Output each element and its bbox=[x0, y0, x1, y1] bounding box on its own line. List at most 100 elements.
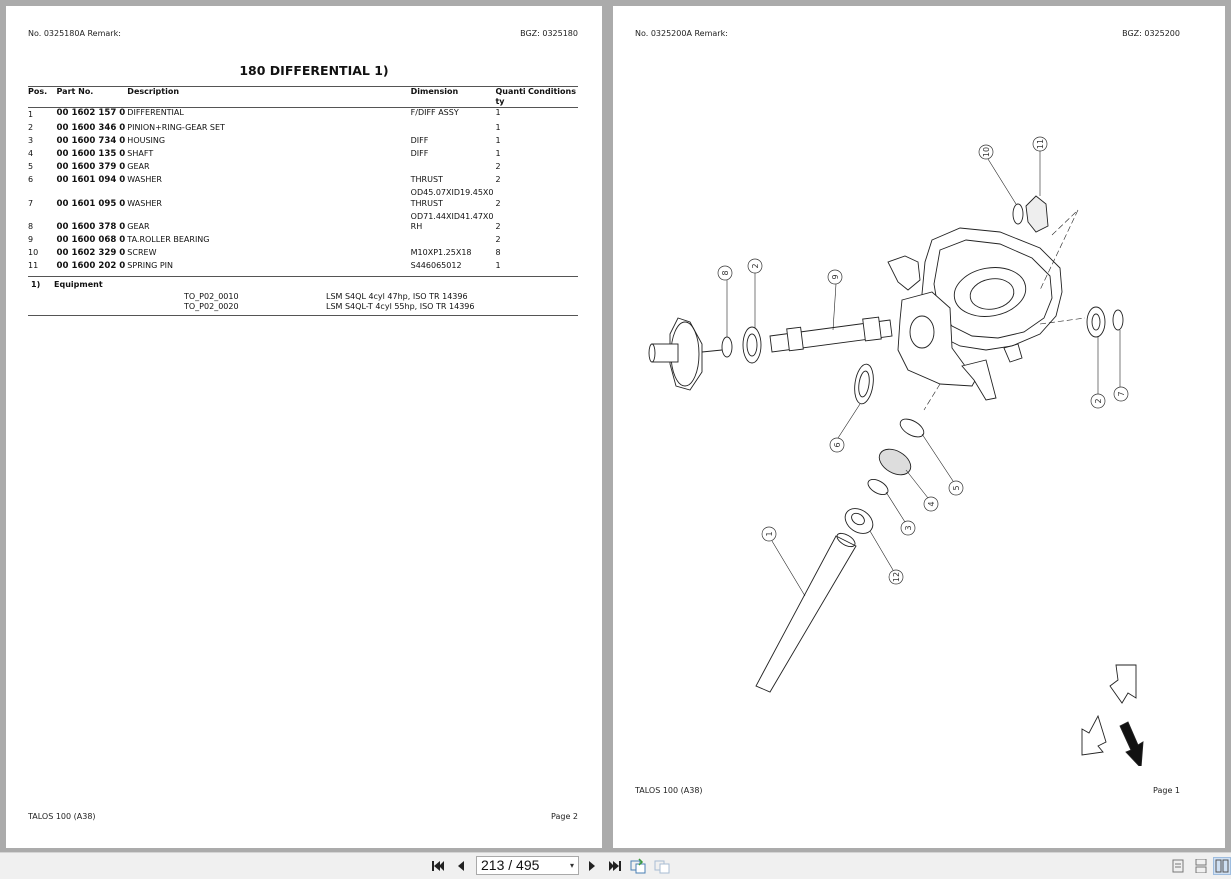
description-cell: TA.ROLLER BEARING bbox=[127, 235, 210, 244]
two-page-view-button[interactable] bbox=[1213, 857, 1231, 875]
pos-cell bbox=[28, 188, 57, 199]
last-page-button[interactable] bbox=[607, 858, 623, 874]
pos-cell: 6 bbox=[28, 175, 34, 184]
bearing-12-drawing bbox=[844, 508, 874, 534]
quantity-cell: 1 bbox=[495, 261, 501, 270]
dimension-cell: OD71.44XID41.47X0 bbox=[410, 211, 494, 221]
dimension-cell bbox=[411, 235, 496, 248]
conditions-cell bbox=[528, 175, 578, 188]
col-dimension: Dimension bbox=[410, 87, 459, 96]
quantity-cell: 1 bbox=[495, 149, 501, 158]
next-page-button[interactable] bbox=[584, 858, 600, 874]
description-cell: GEAR bbox=[127, 222, 150, 231]
gear-4-drawing bbox=[878, 448, 912, 476]
quantity-cell: 2 bbox=[495, 222, 501, 231]
previous-page-button[interactable] bbox=[453, 858, 469, 874]
quantity-cell: 2 bbox=[495, 175, 501, 184]
bearing-2-right-drawing bbox=[1086, 306, 1106, 338]
description-cell: SPRING PIN bbox=[127, 261, 174, 270]
description-cell bbox=[127, 188, 410, 199]
svg-text:6: 6 bbox=[833, 442, 842, 447]
svg-text:12: 12 bbox=[892, 572, 901, 582]
part-number-cell: 00 1602 329 0 bbox=[56, 248, 126, 258]
equipment-code-1: TO_P02_0010 bbox=[184, 292, 239, 301]
page-title: 180 DIFFERENTIAL 1) bbox=[239, 63, 389, 78]
continuous-view-button[interactable] bbox=[1193, 858, 1209, 874]
quantity-cell: 1 bbox=[495, 136, 501, 145]
svg-text:11: 11 bbox=[1036, 139, 1045, 149]
conditions-cell bbox=[528, 123, 578, 136]
header-bgz: BGZ: 0325180 bbox=[520, 29, 578, 38]
go-back-view-button[interactable] bbox=[630, 858, 646, 874]
description-cell bbox=[127, 212, 410, 223]
quantity-cell: 2 bbox=[495, 235, 501, 244]
part-number-cell: 00 1600 068 0 bbox=[56, 235, 126, 245]
conditions-cell bbox=[528, 108, 578, 124]
pos-cell: 5 bbox=[28, 162, 34, 171]
header-number-remark: No. 0325180A Remark: bbox=[28, 29, 121, 38]
equipment-text-1: LSM S4QL 4cyl 47hp, ISO TR 14396 bbox=[326, 292, 468, 301]
svg-text:10: 10 bbox=[982, 147, 991, 157]
quantity-cell: 2 bbox=[495, 198, 501, 208]
conditions-cell bbox=[528, 136, 578, 149]
description-cell: DIFFERENTIAL bbox=[127, 108, 184, 117]
dimension-cell: THRUST bbox=[410, 175, 443, 184]
continuous-view-icon bbox=[1195, 859, 1207, 873]
callout-circles bbox=[717, 136, 1129, 585]
part-number-cell: 00 1600 202 0 bbox=[56, 261, 126, 271]
quantity-cell bbox=[495, 212, 527, 223]
conditions-cell bbox=[528, 188, 578, 199]
conditions-cell bbox=[528, 212, 578, 223]
footnote-marker: 1) bbox=[31, 280, 41, 289]
right-page: No. 0325200A Remark: BGZ: 0325200 bbox=[613, 6, 1225, 848]
pos-cell bbox=[28, 212, 57, 223]
page-number-input[interactable]: 213 / 495 ▾ bbox=[476, 856, 579, 875]
two-page-view-icon bbox=[1215, 859, 1229, 873]
conditions-cell bbox=[528, 162, 578, 175]
washer-3-drawing bbox=[867, 478, 889, 496]
svg-text:4: 4 bbox=[927, 501, 936, 506]
part-number-cell: 00 1600 378 0 bbox=[56, 222, 126, 232]
dimension-cell: RH bbox=[410, 222, 423, 231]
dimension-cell: S446065012 bbox=[410, 261, 462, 270]
conditions-cell bbox=[528, 222, 578, 235]
svg-text:9: 9 bbox=[831, 274, 840, 279]
go-forward-view-button[interactable] bbox=[654, 858, 670, 874]
dimension-cell: M10XP1.25X18 bbox=[410, 248, 472, 257]
svg-text:7: 7 bbox=[1117, 391, 1126, 396]
svg-text:5: 5 bbox=[952, 485, 961, 490]
snap-ring-5-drawing bbox=[899, 418, 925, 438]
dimension-cell bbox=[411, 123, 496, 136]
pos-cell: 4 bbox=[28, 149, 34, 158]
exploded-diagram: 8 2 9 10 11 2 7 6 5 4 3 12 1 bbox=[648, 136, 1144, 766]
table-row: OD45.07XID19.45X0 bbox=[28, 188, 578, 199]
go-forward-view-icon bbox=[654, 860, 670, 874]
part-number-cell: 00 1602 157 0 bbox=[56, 108, 126, 118]
viewer-toolbar: 213 / 495 ▾ bbox=[0, 852, 1231, 879]
part-number-cell bbox=[57, 212, 128, 223]
conditions-cell bbox=[528, 149, 578, 162]
svg-text:1: 1 bbox=[765, 531, 774, 536]
footer-model: TALOS 100 (A38) bbox=[28, 812, 96, 821]
first-page-button[interactable] bbox=[430, 858, 446, 874]
pos-cell: 10 bbox=[28, 248, 39, 257]
col-conditions: Conditions bbox=[527, 87, 576, 96]
page-dropdown-arrow[interactable]: ▾ bbox=[569, 861, 574, 870]
table-row: OD71.44XID41.47X0 bbox=[28, 212, 578, 223]
part-number-cell: 00 1601 095 0 bbox=[56, 198, 126, 209]
equipment-text-2: LSM S4QL-T 4cyl 55hp, ISO TR 14396 bbox=[326, 302, 475, 311]
part-number-cell: 00 1600 346 0 bbox=[56, 123, 126, 133]
conditions-cell bbox=[528, 235, 578, 248]
quantity-cell: 2 bbox=[495, 162, 501, 171]
table-header-row: Pos. Part No. Description Dimension Quan… bbox=[28, 86, 578, 108]
svg-text:3: 3 bbox=[904, 525, 913, 530]
single-page-view-button[interactable] bbox=[1170, 858, 1186, 874]
flange-drawing bbox=[648, 317, 723, 391]
